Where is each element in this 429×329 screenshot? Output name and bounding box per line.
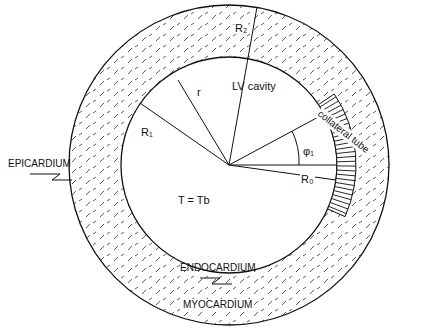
- epicardium-outline: [69, 5, 389, 325]
- figure-label: R₂: [234, 22, 248, 34]
- figure-label: r: [196, 86, 202, 98]
- endocardium-outline: [121, 57, 337, 273]
- myocardium-ring: [69, 5, 389, 325]
- hatch-stroke: [332, 199, 350, 205]
- figure-label: MYOCARDIUM: [182, 299, 253, 311]
- figure-label: LV cavity: [232, 80, 276, 92]
- hatch-stroke: [336, 147, 355, 150]
- figure-label: φ₁: [302, 145, 315, 157]
- hatch-stroke: [336, 152, 355, 154]
- radius-lines: [140, 7, 337, 180]
- figure-label: ENDOCARDIUM: [180, 262, 256, 274]
- figure-label: R₀: [300, 173, 315, 185]
- hatch-stroke: [337, 170, 356, 172]
- hatch-stroke: [336, 178, 355, 180]
- hatch-stroke: [337, 174, 356, 176]
- hatch-stroke: [337, 165, 356, 166]
- hatch-stroke: [333, 195, 351, 200]
- figure-label: EPICARDIUM: [8, 158, 71, 170]
- figure-label: R₁: [140, 126, 154, 138]
- hatch-stroke: [337, 161, 356, 163]
- figure-label: T = Tb: [178, 194, 210, 206]
- hatch-stroke: [336, 182, 355, 185]
- hatch-stroke: [320, 97, 336, 107]
- hatch-stroke: [337, 156, 356, 157]
- hatch-stroke: [334, 191, 352, 195]
- hatch-stroke: [335, 187, 354, 191]
